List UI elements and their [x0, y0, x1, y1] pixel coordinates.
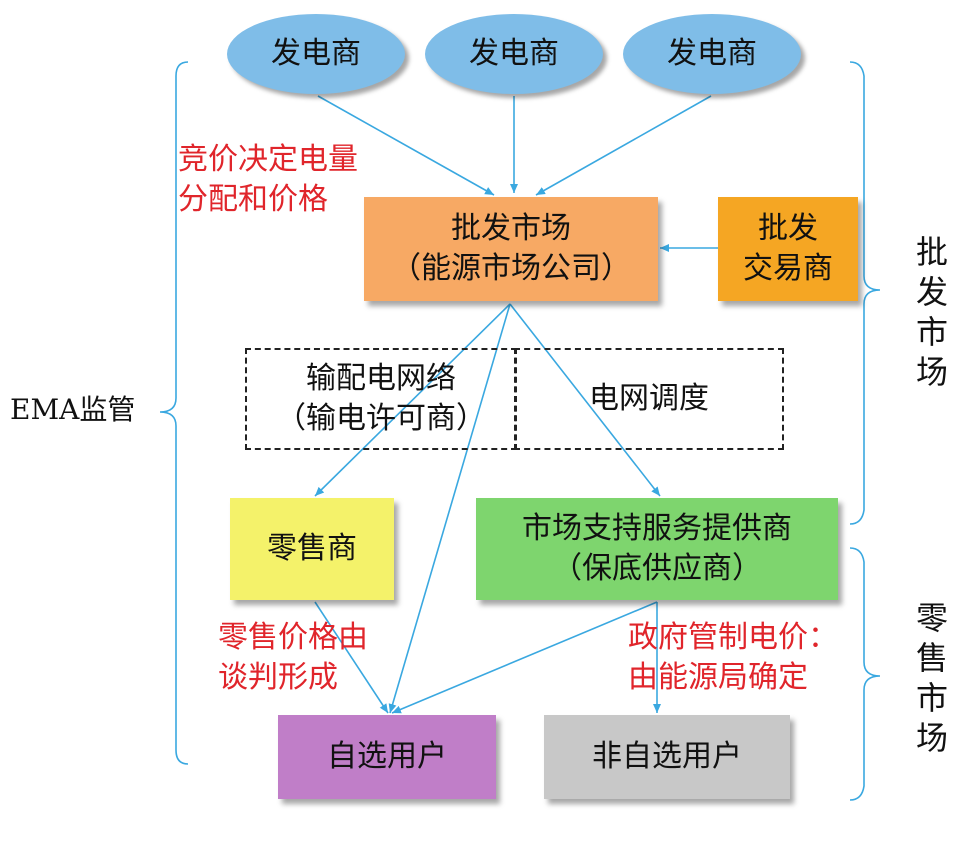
grid-network-box: 输配电网络 （输电许可商）: [245, 348, 517, 450]
retail-price-note: 零售价格由 谈判形成: [218, 618, 368, 698]
arrow-wholesale-to-support: [509, 303, 661, 497]
wholesale-side-char: 批: [915, 233, 948, 271]
grid-network-line2: （输电许可商）: [276, 401, 486, 436]
arrow-wholesale-to-retailer: [314, 303, 511, 497]
wholesale-market-subtitle: （能源市场公司）: [391, 251, 631, 286]
support-provider-title: 市场支持服务提供商: [522, 511, 792, 546]
grid-dispatch-label: 电网调度: [589, 381, 709, 416]
generator-label: 发电商: [469, 36, 559, 71]
grid-network-line1: 输配电网络: [306, 361, 456, 396]
government-price-note-line1: 政府管制电价：: [628, 620, 838, 655]
retailer-box: 零售商: [230, 498, 394, 600]
wholesale-trader-line1: 批发: [758, 211, 818, 246]
retail-price-note-line1: 零售价格由: [218, 620, 368, 655]
retail-side-char: 市: [915, 679, 948, 717]
arrow-retailer-to-contestable: [314, 601, 389, 714]
grid-dispatch-box: 电网调度: [514, 348, 784, 450]
wholesale-trader-line2: 交易商: [743, 251, 833, 286]
retail-side-char: 零: [915, 599, 948, 637]
support-provider-box: 市场支持服务提供商 （保底供应商）: [476, 498, 838, 600]
wholesale-side-char: 发: [915, 273, 948, 311]
generator-ellipse-3: 发电商: [623, 14, 801, 94]
arrow-generator3-to-wholesale: [535, 95, 712, 196]
retail-side-char: 场: [915, 719, 948, 757]
wholesale-market-side-label: 批 发 市 场: [912, 232, 952, 392]
arrow-support-to-contestable: [391, 601, 658, 714]
left-brace: [159, 61, 189, 765]
wholesale-side-char: 场: [915, 353, 948, 391]
right-brace-wholesale: [849, 61, 881, 525]
retail-side-char: 售: [915, 639, 948, 677]
government-price-note-line2: 由能源局确定: [628, 660, 808, 695]
wholesale-market-title: 批发市场: [451, 211, 571, 246]
generator-label: 发电商: [271, 36, 361, 71]
wholesale-market-box: 批发市场 （能源市场公司）: [364, 197, 658, 301]
wholesale-trader-box: 批发 交易商: [718, 197, 858, 301]
wholesale-side-char: 市: [915, 313, 948, 351]
contestable-user-box: 自选用户: [278, 715, 496, 799]
bidding-note-line2: 分配和价格: [178, 182, 328, 217]
retailer-label: 零售商: [267, 531, 357, 566]
bidding-note: 竞价决定电量 分配和价格: [178, 140, 358, 220]
arrow-generator1-to-wholesale: [317, 95, 495, 196]
non-contestable-user-box: 非自选用户: [544, 715, 790, 799]
right-brace-retail: [849, 547, 881, 801]
generator-ellipse-2: 发电商: [425, 14, 603, 94]
generator-label: 发电商: [667, 36, 757, 71]
non-contestable-user-label: 非自选用户: [592, 739, 742, 774]
support-provider-subtitle: （保底供应商）: [552, 551, 762, 586]
retail-market-side-label: 零 售 市 场: [912, 598, 952, 758]
bidding-note-line1: 竞价决定电量: [178, 142, 358, 177]
arrow-wholesale-to-contestable: [388, 303, 511, 714]
retail-price-note-line2: 谈判形成: [218, 660, 338, 695]
generator-ellipse-1: 发电商: [227, 14, 405, 94]
ema-regulator-label: EMA监管: [10, 393, 136, 426]
contestable-user-label: 自选用户: [327, 739, 447, 774]
government-price-note: 政府管制电价： 由能源局确定: [628, 618, 838, 698]
